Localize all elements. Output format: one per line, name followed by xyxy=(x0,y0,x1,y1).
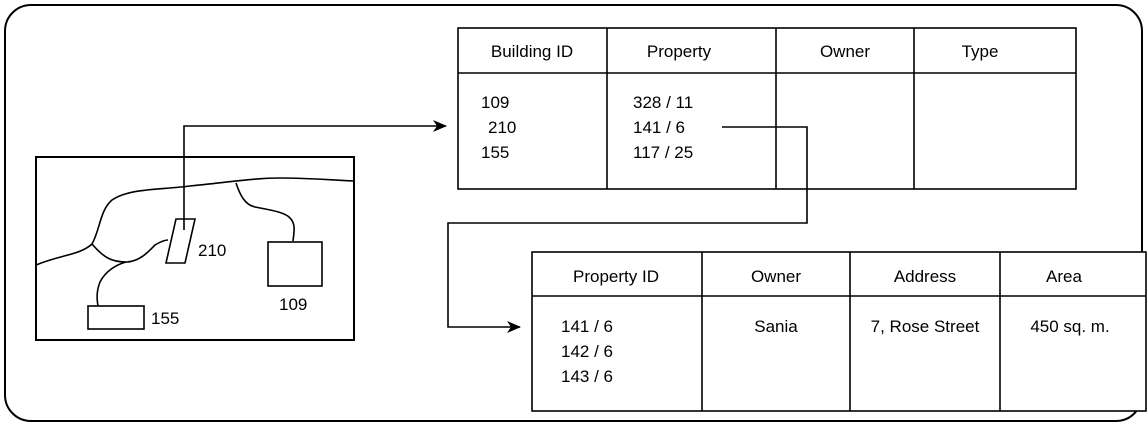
building-155-label: 155 xyxy=(151,309,179,328)
header-owner: Owner xyxy=(820,42,870,61)
map-frame xyxy=(35,156,355,341)
buildings-table-frame xyxy=(457,27,1077,190)
header-property: Property xyxy=(647,42,712,61)
cell-property-id: 143 / 6 xyxy=(561,367,613,386)
header-type: Type xyxy=(962,42,999,61)
cell-building-id: 109 xyxy=(481,93,509,112)
cell-address: 7, Rose Street xyxy=(871,317,980,336)
cell-property-id: 141 / 6 xyxy=(561,317,613,336)
cell-property: 328 / 11 xyxy=(633,93,693,112)
outer-frame xyxy=(4,4,1143,422)
map-road-south xyxy=(96,261,127,307)
cell-owner: Sania xyxy=(754,317,798,336)
header-address: Address xyxy=(894,267,956,286)
map-panel: 210 109 155 xyxy=(35,156,355,341)
header-building-id: Building ID xyxy=(491,42,573,61)
cell-property: 117 / 25 xyxy=(633,143,693,162)
cell-building-id: 155 xyxy=(481,143,509,162)
map-road-east xyxy=(235,182,295,242)
header-property-id: Property ID xyxy=(573,267,659,286)
cell-property-id: 142 / 6 xyxy=(561,342,613,361)
building-210[interactable] xyxy=(164,218,197,264)
properties-table: Property ID Owner Address Area 141 / 6 1… xyxy=(531,251,1147,412)
building-155[interactable] xyxy=(87,305,145,330)
link-arrow-building-to-table xyxy=(183,120,447,230)
building-109-label: 109 xyxy=(279,295,307,314)
header-owner: Owner xyxy=(751,267,801,286)
map-road-west xyxy=(91,239,169,263)
cell-building-id: 210 xyxy=(488,118,516,137)
cell-property: 141 / 6 xyxy=(633,118,685,137)
buildings-table: Building ID Property Owner Type 109 210 … xyxy=(457,27,1077,190)
building-109[interactable] xyxy=(267,241,323,287)
link-arrow-property-to-table xyxy=(447,126,808,333)
header-area: Area xyxy=(1046,267,1082,286)
properties-table-frame xyxy=(531,251,1147,412)
building-210-label: 210 xyxy=(198,241,226,260)
cell-area: 450 sq. m. xyxy=(1030,317,1109,336)
